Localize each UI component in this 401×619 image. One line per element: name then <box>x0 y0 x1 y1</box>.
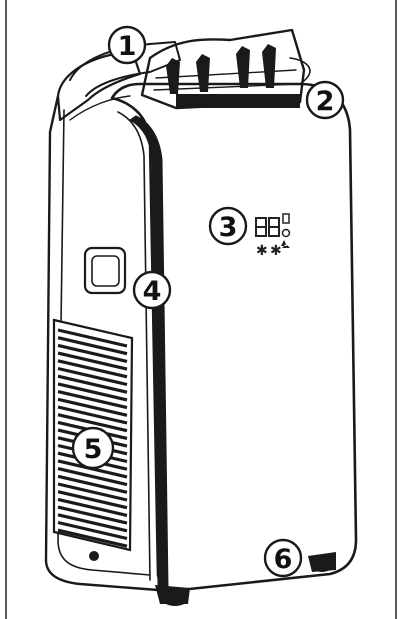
svg-text:6: 6 <box>274 544 293 575</box>
control-panel: ✱ ✱ <box>256 214 290 259</box>
callout-6: 6 <box>265 540 301 576</box>
digit-display <box>256 218 279 236</box>
rear-wheel <box>312 560 332 572</box>
drain-plug <box>89 551 99 561</box>
snowflake-icon: ✱ <box>256 243 268 259</box>
callout-5: 5 <box>73 428 113 468</box>
timer-icon <box>283 230 290 237</box>
water-drop-icon <box>283 214 289 223</box>
fan-icon <box>281 240 290 248</box>
callout-3: 3 <box>210 208 246 244</box>
snowflake-icon: ✱ <box>270 243 282 259</box>
svg-text:1: 1 <box>118 31 137 62</box>
svg-text:4: 4 <box>143 276 162 307</box>
svg-text:2: 2 <box>316 86 335 117</box>
front-wheel <box>163 594 187 606</box>
callout-2: 2 <box>307 82 343 118</box>
callout-4: 4 <box>134 272 170 308</box>
callout-1: 1 <box>109 27 145 63</box>
svg-text:5: 5 <box>84 434 103 465</box>
svg-text:3: 3 <box>219 212 238 243</box>
